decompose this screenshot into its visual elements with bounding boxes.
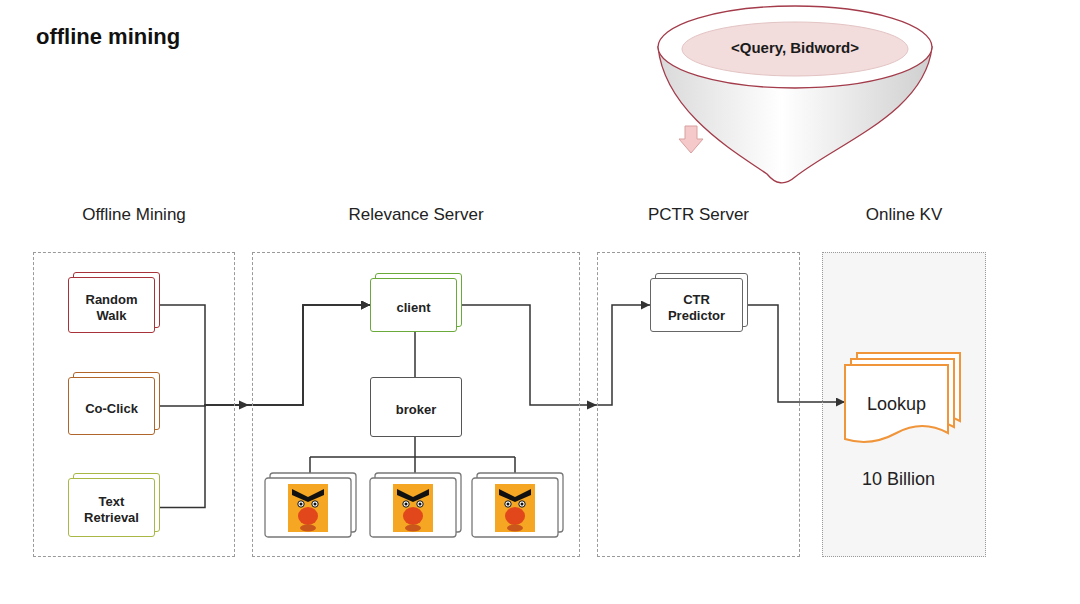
group-heading: Offline Mining — [33, 200, 235, 225]
node-label: client — [397, 295, 431, 316]
funnel-shape: <Query, Bidword> — [655, 2, 935, 188]
worker-icon — [265, 473, 356, 537]
group-heading: Online KV — [822, 200, 986, 225]
note-label: 10 Billion — [862, 469, 935, 490]
connector — [743, 305, 845, 402]
node-label: <Query, Bidword> — [655, 39, 935, 56]
process-box: Text Retrieval — [68, 478, 155, 537]
kv-ground — [822, 252, 986, 557]
worker-icon — [472, 473, 563, 537]
process-box: broker — [370, 377, 462, 437]
node-label: Lookup — [867, 389, 926, 414]
connector — [414, 332, 416, 377]
server-group: CTR Predictor PCTR Server — [597, 200, 800, 557]
node-label: Co-Click — [85, 396, 138, 417]
funnel-graphic — [655, 2, 935, 188]
process-box: CTR Predictor — [650, 278, 743, 332]
group-heading: Relevance Server — [252, 200, 580, 225]
document-stack: Lookup — [845, 365, 948, 445]
server-group: client broker Relevance Server — [252, 200, 580, 557]
diagram-title: offline mining — [36, 24, 180, 50]
process-box: Co-Click — [68, 377, 155, 435]
broker-tree — [310, 437, 515, 478]
connector — [155, 305, 370, 406]
process-box: client — [370, 278, 457, 332]
node-label: Random Walk — [81, 287, 143, 324]
group-heading: PCTR Server — [597, 200, 800, 225]
node-label: Text Retrieval — [77, 489, 147, 526]
connector — [155, 305, 370, 508]
server-group: Lookup Online KV — [822, 200, 986, 557]
connector — [155, 305, 370, 405]
node-label: CTR Predictor — [662, 287, 732, 324]
process-box: Random Walk — [68, 277, 155, 333]
connector — [457, 305, 650, 405]
server-group: Random WalkCo-ClickText Retrieval Offline… — [33, 200, 235, 557]
worker-icon — [370, 473, 461, 537]
node-label: broker — [396, 397, 436, 418]
